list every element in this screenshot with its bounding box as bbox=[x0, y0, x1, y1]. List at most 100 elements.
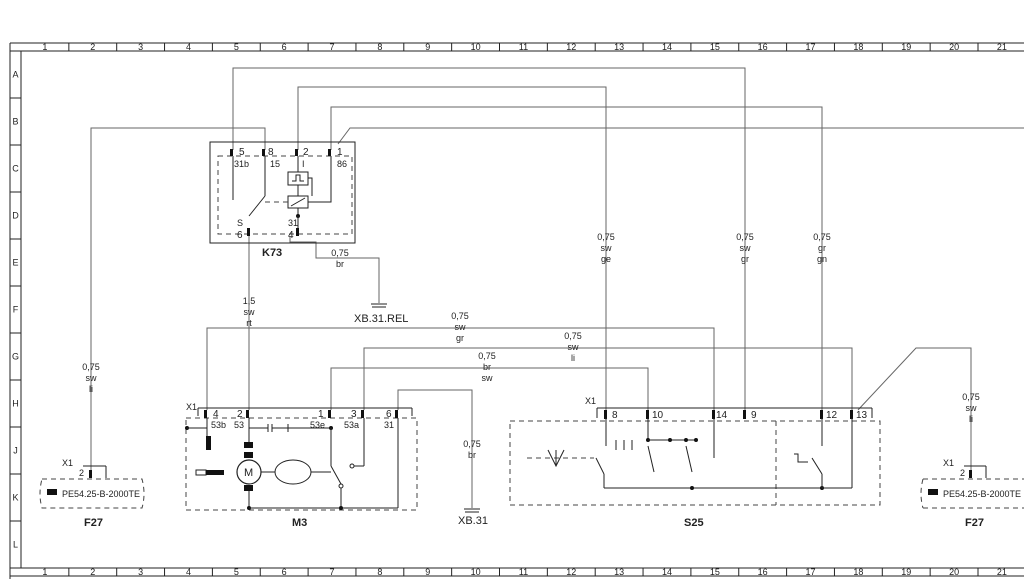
svg-text:12: 12 bbox=[826, 410, 838, 421]
row-label: H bbox=[12, 399, 19, 409]
s25-pin-8: 8 bbox=[604, 410, 618, 421]
wire-color: sw bbox=[86, 373, 98, 383]
svg-text:9: 9 bbox=[751, 410, 757, 421]
svg-text:2: 2 bbox=[960, 468, 965, 478]
svg-text:10: 10 bbox=[652, 410, 664, 421]
column-label: 11 bbox=[519, 42, 528, 52]
column-label: 16 bbox=[758, 567, 768, 577]
m3-pin-3: 3 53a bbox=[344, 409, 364, 430]
column-label: 15 bbox=[710, 567, 720, 577]
svg-text:X1: X1 bbox=[62, 458, 73, 468]
column-label: 6 bbox=[282, 567, 287, 577]
column-label: 8 bbox=[377, 42, 382, 52]
row-label: A bbox=[12, 70, 18, 80]
wire-color: sw bbox=[482, 373, 494, 383]
fuse-f27-right: X1 2 PE54.25-B-2000TE F27 bbox=[920, 458, 1024, 529]
svg-text:4: 4 bbox=[288, 230, 294, 241]
column-label: 21 bbox=[997, 567, 1007, 577]
wire-size: 0,75 bbox=[463, 439, 481, 449]
f27-left-label: F27 bbox=[84, 517, 103, 529]
svg-text:XB.31: XB.31 bbox=[458, 515, 488, 527]
wire-color: br bbox=[483, 362, 491, 372]
column-label: 19 bbox=[901, 42, 911, 52]
row-label: G bbox=[12, 352, 19, 362]
wire-color: sw bbox=[244, 307, 256, 317]
svg-text:1: 1 bbox=[337, 147, 343, 158]
wire-size: 0,75 bbox=[962, 392, 980, 402]
row-label: J bbox=[13, 446, 18, 456]
row-label: B bbox=[12, 117, 18, 127]
wire-size: 0,75 bbox=[331, 248, 349, 258]
f27-right-label: F27 bbox=[965, 517, 984, 529]
svg-text:3: 3 bbox=[351, 409, 357, 420]
s25-pin-10: 10 bbox=[646, 410, 664, 421]
wire-color: gr bbox=[741, 254, 749, 264]
wire-size: 0,75 bbox=[597, 232, 615, 242]
column-label: 18 bbox=[853, 42, 863, 52]
svg-text:5: 5 bbox=[239, 147, 245, 158]
column-label: 8 bbox=[377, 567, 382, 577]
column-label: 10 bbox=[471, 42, 481, 52]
svg-text:31b: 31b bbox=[234, 159, 249, 169]
k73-pin-6: S 6 bbox=[237, 218, 250, 241]
wire-color: br bbox=[468, 450, 476, 460]
border-frame bbox=[9, 42, 1024, 579]
column-label: 13 bbox=[614, 567, 624, 577]
svg-text:6: 6 bbox=[386, 409, 392, 420]
wire-size: 0,75 bbox=[82, 362, 100, 372]
column-label: 14 bbox=[662, 567, 672, 577]
row-label: E bbox=[12, 258, 18, 268]
column-label: 17 bbox=[806, 567, 816, 577]
wire-size: 1,5 bbox=[243, 296, 256, 306]
column-label: 4 bbox=[186, 567, 191, 577]
svg-text:I: I bbox=[302, 159, 305, 169]
svg-text:2: 2 bbox=[79, 468, 84, 478]
doc-ref-icon bbox=[928, 489, 938, 495]
column-label: 2 bbox=[90, 42, 95, 52]
k73-label: K73 bbox=[262, 247, 282, 259]
column-label: 20 bbox=[949, 42, 959, 52]
wire-color: sw bbox=[568, 342, 580, 352]
wire-color: br bbox=[336, 259, 344, 269]
wire-labels: 0,75br1,5swrt0,75swge0,75swgr0,75grgn0,7… bbox=[82, 232, 980, 460]
column-label: 17 bbox=[806, 42, 816, 52]
column-label: 9 bbox=[425, 567, 430, 577]
svg-text:13: 13 bbox=[856, 410, 868, 421]
row-label: L bbox=[13, 540, 18, 550]
wire-color: rt bbox=[246, 318, 252, 328]
svg-text:31: 31 bbox=[384, 420, 394, 430]
wire-size: 0,75 bbox=[478, 351, 496, 361]
svg-text:X1: X1 bbox=[943, 458, 954, 468]
wire-size: 0,75 bbox=[813, 232, 831, 242]
svg-text:1: 1 bbox=[318, 409, 324, 420]
row-label: D bbox=[12, 211, 19, 221]
motor-m3: X1 4 53b 2 53 1 53e 3 53a 6 31 bbox=[185, 402, 418, 529]
svg-text:53e: 53e bbox=[310, 420, 325, 430]
k73-pin-5: 5 31b bbox=[230, 147, 249, 169]
svg-text:15: 15 bbox=[270, 159, 280, 169]
wire-color: gn bbox=[817, 254, 827, 264]
wire-color: sw bbox=[740, 243, 752, 253]
column-label: 12 bbox=[566, 42, 576, 52]
column-label: 2 bbox=[90, 567, 95, 577]
column-label: 14 bbox=[662, 42, 672, 52]
wire-color: sw bbox=[601, 243, 613, 253]
svg-text:31: 31 bbox=[288, 218, 298, 228]
column-label: 1 bbox=[42, 567, 47, 577]
column-label: 20 bbox=[949, 567, 959, 577]
wire-color: gr bbox=[818, 243, 826, 253]
m3-pin-6: 6 31 bbox=[384, 409, 398, 430]
column-label: 18 bbox=[853, 567, 863, 577]
column-label: 9 bbox=[425, 42, 430, 52]
s25-label: S25 bbox=[684, 517, 704, 529]
column-label: 6 bbox=[282, 42, 287, 52]
relay-k73: 5 31b 8 15 2 I 1 86 bbox=[209, 141, 356, 259]
column-label: 15 bbox=[710, 42, 720, 52]
